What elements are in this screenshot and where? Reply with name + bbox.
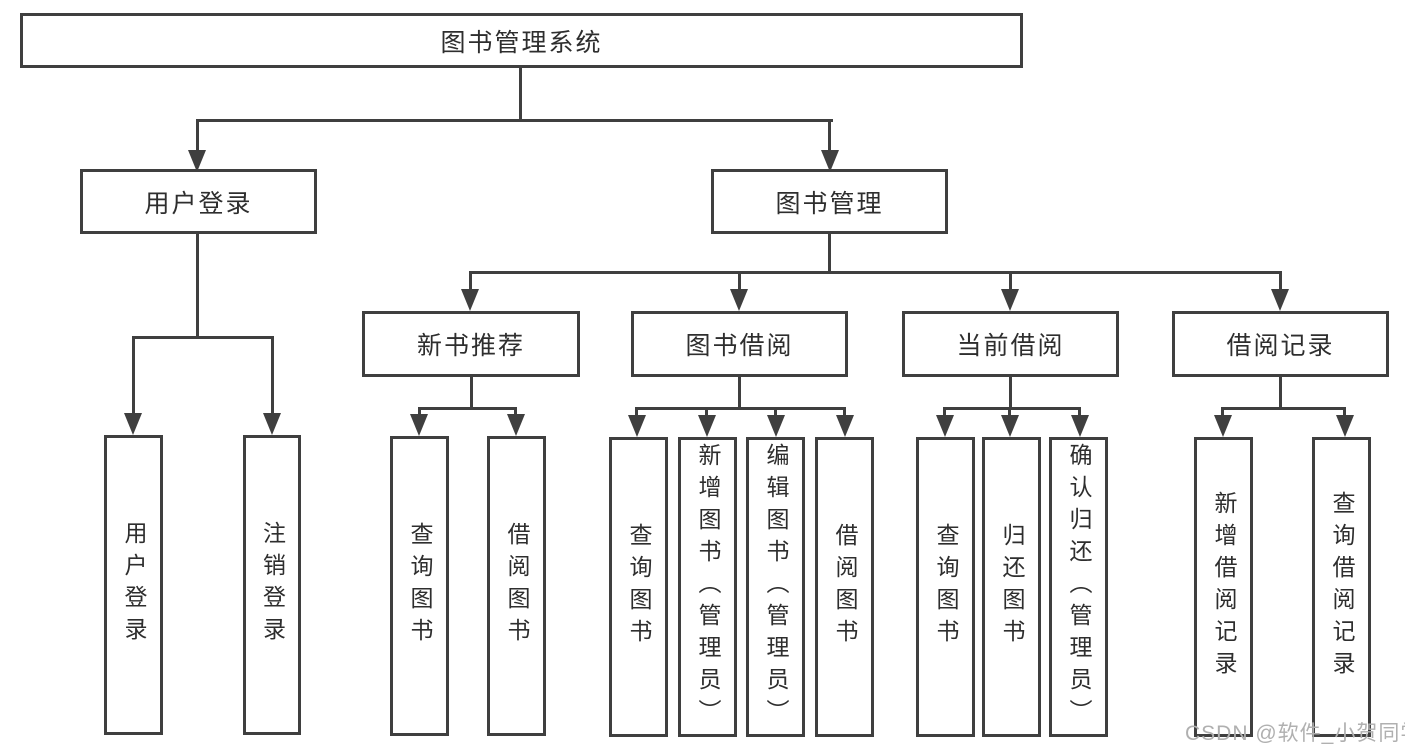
connector-drop-borrow-records <box>1279 271 1282 291</box>
connector-drop-cb-confirm <box>1078 407 1081 416</box>
node-root: 图书管理系统 <box>20 13 1023 68</box>
connector-drop-current-borrow <box>1009 271 1012 291</box>
connector-drop-leaf-logout <box>271 336 274 414</box>
node-book-management: 图书管理 <box>711 169 948 234</box>
leaf-nb-borrow-books: 借阅图书 <box>487 436 546 736</box>
leaf-bb-borrow-books-label: 借阅图书 <box>832 523 858 651</box>
node-borrow-records: 借阅记录 <box>1172 311 1389 377</box>
connector-drop-nb-query <box>418 407 421 416</box>
connector-drop-nb-borrow <box>514 407 517 416</box>
leaf-bb-borrow-books: 借阅图书 <box>815 437 874 737</box>
arrowhead-leaf-logout <box>263 413 281 435</box>
arrowhead-book-borrow <box>730 289 748 311</box>
leaf-br-add-record: 新增借阅记录 <box>1194 437 1253 737</box>
arrowhead-cb-confirm <box>1071 415 1089 437</box>
leaf-cb-return-books-label: 归还图书 <box>999 523 1025 651</box>
arrowhead-book-management <box>821 150 839 172</box>
connector-drop-book-management <box>828 119 831 153</box>
connector-book-borrow-hline <box>636 407 846 410</box>
leaf-cb-confirm-return-admin: 确认归还（管理员） <box>1049 437 1108 737</box>
leaf-bb-query-books: 查询图书 <box>609 437 668 737</box>
leaf-br-add-record-label: 新增借阅记录 <box>1211 491 1237 683</box>
connector-new-books-hline <box>418 407 517 410</box>
leaf-logout-label: 注销登录 <box>259 521 286 649</box>
connector-drop-bb-query <box>635 407 638 416</box>
connector-drop-br-add <box>1221 407 1224 416</box>
connector-level3-hline <box>469 271 1282 274</box>
leaf-cb-query-books: 查询图书 <box>916 437 975 737</box>
node-user-login: 用户登录 <box>80 169 317 234</box>
node-current-borrow: 当前借阅 <box>902 311 1119 377</box>
leaf-bb-query-books-label: 查询图书 <box>626 523 652 651</box>
leaf-br-query-record: 查询借阅记录 <box>1312 437 1371 737</box>
arrowhead-nb-query <box>410 414 428 436</box>
leaf-bb-edit-books-admin: 编辑图书（管理员） <box>746 437 805 737</box>
leaf-bb-edit-books-admin-label: 编辑图书（管理员） <box>763 443 789 731</box>
arrowhead-current-borrow <box>1001 289 1019 311</box>
connector-drop-cb-query <box>943 407 946 416</box>
node-new-books-label: 新书推荐 <box>416 332 525 360</box>
watermark: CSDN @软件_小贺同学 <box>1185 722 1405 745</box>
leaf-bb-add-books-admin-label: 新增图书（管理员） <box>695 443 721 731</box>
leaf-cb-query-books-label: 查询图书 <box>933 523 959 651</box>
connector-drop-book-borrow <box>738 271 741 291</box>
node-user-login-label: 用户登录 <box>144 189 253 218</box>
node-current-borrow-label: 当前借阅 <box>956 332 1065 360</box>
connector-drop-bb-borrow <box>843 407 846 416</box>
arrowhead-new-books <box>461 289 479 311</box>
leaf-user-login: 用户登录 <box>104 435 163 735</box>
connector-book-management-stem <box>828 234 831 274</box>
connector-drop-user-login <box>196 119 199 153</box>
leaf-br-query-record-label: 查询借阅记录 <box>1329 491 1355 683</box>
node-book-borrow: 图书借阅 <box>631 311 848 377</box>
arrowhead-br-add <box>1214 415 1232 437</box>
node-borrow-records-label: 借阅记录 <box>1226 332 1335 360</box>
connector-drop-new-books <box>469 271 472 291</box>
arrowhead-nb-borrow <box>507 414 525 436</box>
connector-drop-cb-return <box>1008 407 1011 416</box>
leaf-nb-borrow-books-label: 借阅图书 <box>504 522 530 650</box>
leaf-cb-confirm-return-admin-label: 确认归还（管理员） <box>1066 443 1092 731</box>
arrowhead-bb-borrow <box>836 415 854 437</box>
connector-user-login-hline <box>132 336 274 339</box>
arrowhead-cb-return <box>1001 415 1019 437</box>
arrowhead-bb-query <box>628 415 646 437</box>
connector-borrow-records-stem <box>1279 377 1282 409</box>
arrowhead-cb-query <box>936 415 954 437</box>
leaf-nb-query-books: 查询图书 <box>390 436 449 736</box>
arrowhead-leaf-login <box>124 413 142 435</box>
connector-user-login-stem <box>196 234 199 338</box>
leaf-bb-add-books-admin: 新增图书（管理员） <box>678 437 737 737</box>
leaf-logout: 注销登录 <box>243 435 301 735</box>
arrowhead-br-query <box>1336 415 1354 437</box>
arrowhead-user-login <box>188 150 206 172</box>
connector-drop-bb-edit <box>774 407 777 416</box>
connector-drop-br-query <box>1343 407 1346 416</box>
arrowhead-borrow-records <box>1271 289 1289 311</box>
arrowhead-bb-add <box>698 415 716 437</box>
connector-current-borrow-hline <box>944 407 1081 410</box>
node-book-management-label: 图书管理 <box>775 189 884 218</box>
connector-borrow-records-hline <box>1222 407 1346 410</box>
connector-level1-hline <box>196 119 833 122</box>
leaf-user-login-label: 用户登录 <box>121 521 147 649</box>
arrowhead-bb-edit <box>767 415 785 437</box>
connector-current-borrow-stem <box>1009 377 1012 409</box>
leaf-cb-return-books: 归还图书 <box>982 437 1041 737</box>
node-book-borrow-label: 图书借阅 <box>685 332 794 360</box>
leaf-nb-query-books-label: 查询图书 <box>407 522 433 650</box>
connector-book-borrow-stem <box>738 377 741 409</box>
connector-new-books-stem <box>470 377 473 409</box>
connector-drop-bb-add <box>705 407 708 416</box>
connector-drop-leaf-login <box>132 336 135 414</box>
node-new-books: 新书推荐 <box>362 311 580 377</box>
node-root-label: 图书管理系统 <box>440 28 603 57</box>
connector-root-stem <box>519 68 522 120</box>
